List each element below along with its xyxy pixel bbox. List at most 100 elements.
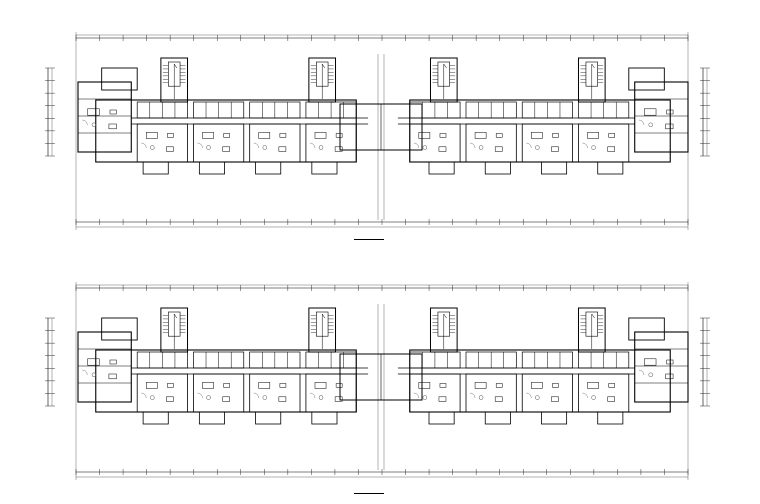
wardrobe — [495, 383, 503, 388]
sofa — [334, 146, 343, 152]
balcony — [597, 161, 624, 175]
apartment-unit — [249, 123, 301, 163]
apartment-unit — [578, 373, 630, 413]
sofa — [438, 396, 447, 402]
sofa — [551, 396, 559, 402]
bed — [314, 382, 327, 389]
apartment-unit — [193, 123, 245, 163]
door-swing — [82, 119, 88, 126]
stair-core — [577, 57, 606, 103]
bed — [87, 358, 100, 366]
balcony — [541, 161, 568, 175]
unit-furniture — [197, 382, 230, 402]
end-unit-bay — [628, 67, 665, 91]
stair-core — [160, 57, 189, 103]
door-swing — [470, 392, 476, 399]
sofa — [278, 396, 287, 402]
bed — [418, 382, 431, 389]
unit-furniture — [638, 358, 674, 380]
wardrobe — [495, 133, 503, 138]
lower-floor-plan — [45, 282, 710, 480]
sofa — [665, 373, 674, 380]
left-side-dimensions — [45, 317, 55, 407]
unit-furniture — [413, 132, 447, 152]
stair-core — [577, 307, 606, 353]
apartment-unit — [409, 373, 461, 413]
unit-furniture — [141, 132, 174, 152]
bed — [474, 132, 487, 139]
unit-furniture — [197, 132, 230, 152]
wardrobe — [109, 359, 117, 365]
wardrobe — [608, 133, 615, 138]
table — [422, 395, 428, 400]
building-wing — [397, 57, 689, 175]
sofa — [607, 396, 615, 402]
stair-core — [429, 57, 458, 103]
balcony — [311, 411, 338, 425]
door-swing — [413, 142, 419, 149]
table — [262, 395, 268, 400]
table — [262, 145, 268, 150]
stair-arrow — [591, 313, 595, 349]
door-swing — [141, 392, 147, 399]
bed — [258, 132, 271, 139]
bed — [587, 382, 599, 389]
unit-furniture — [413, 382, 447, 402]
stair-arrow — [321, 313, 326, 349]
door-swing — [309, 392, 316, 399]
sofa — [166, 396, 174, 402]
bed — [418, 132, 431, 139]
sofa — [108, 373, 117, 380]
wardrobe — [335, 383, 343, 388]
unit-furniture — [582, 382, 615, 402]
door-swing — [197, 392, 203, 399]
sofa — [278, 146, 287, 152]
balcony — [142, 161, 169, 175]
balcony — [541, 411, 568, 425]
apartment-unit — [136, 373, 188, 413]
table — [591, 145, 596, 150]
sofa — [222, 146, 230, 152]
door-swing — [638, 369, 645, 376]
bed — [258, 382, 271, 389]
upper-floor-plan — [45, 32, 710, 230]
apartment-unit — [521, 123, 573, 163]
door-swing — [309, 142, 316, 149]
building-wing — [77, 57, 369, 175]
stair-arrow — [321, 63, 326, 99]
sofa — [334, 396, 343, 402]
wing-body — [409, 99, 671, 163]
end-unit-bay — [628, 317, 665, 341]
door-swing — [526, 142, 532, 149]
dimension-lines — [75, 32, 689, 230]
table — [150, 145, 155, 150]
balcony — [255, 411, 282, 425]
wardrobe — [608, 383, 615, 388]
wing-body — [95, 99, 357, 163]
stair-arrow — [173, 313, 178, 349]
right-side-dimensions — [700, 67, 710, 157]
stair-core — [160, 307, 189, 353]
balcony — [311, 161, 338, 175]
door-swing — [470, 142, 476, 149]
table — [206, 395, 211, 400]
bed — [87, 108, 100, 116]
table — [648, 372, 653, 378]
door-swing — [638, 119, 645, 126]
table — [422, 145, 428, 150]
sofa — [551, 146, 559, 152]
apartment-unit — [305, 123, 357, 163]
wardrobe — [109, 109, 117, 115]
apartment-unit — [521, 373, 573, 413]
door-swing — [526, 392, 532, 399]
balcony — [142, 411, 169, 425]
unit-furniture — [309, 382, 343, 402]
bed — [531, 382, 543, 389]
balcony — [597, 411, 624, 425]
sofa — [108, 123, 117, 130]
table — [535, 395, 540, 400]
unit-furniture — [82, 108, 117, 130]
wardrobe — [439, 133, 447, 138]
balcony — [198, 161, 225, 175]
wing-body — [95, 349, 357, 413]
